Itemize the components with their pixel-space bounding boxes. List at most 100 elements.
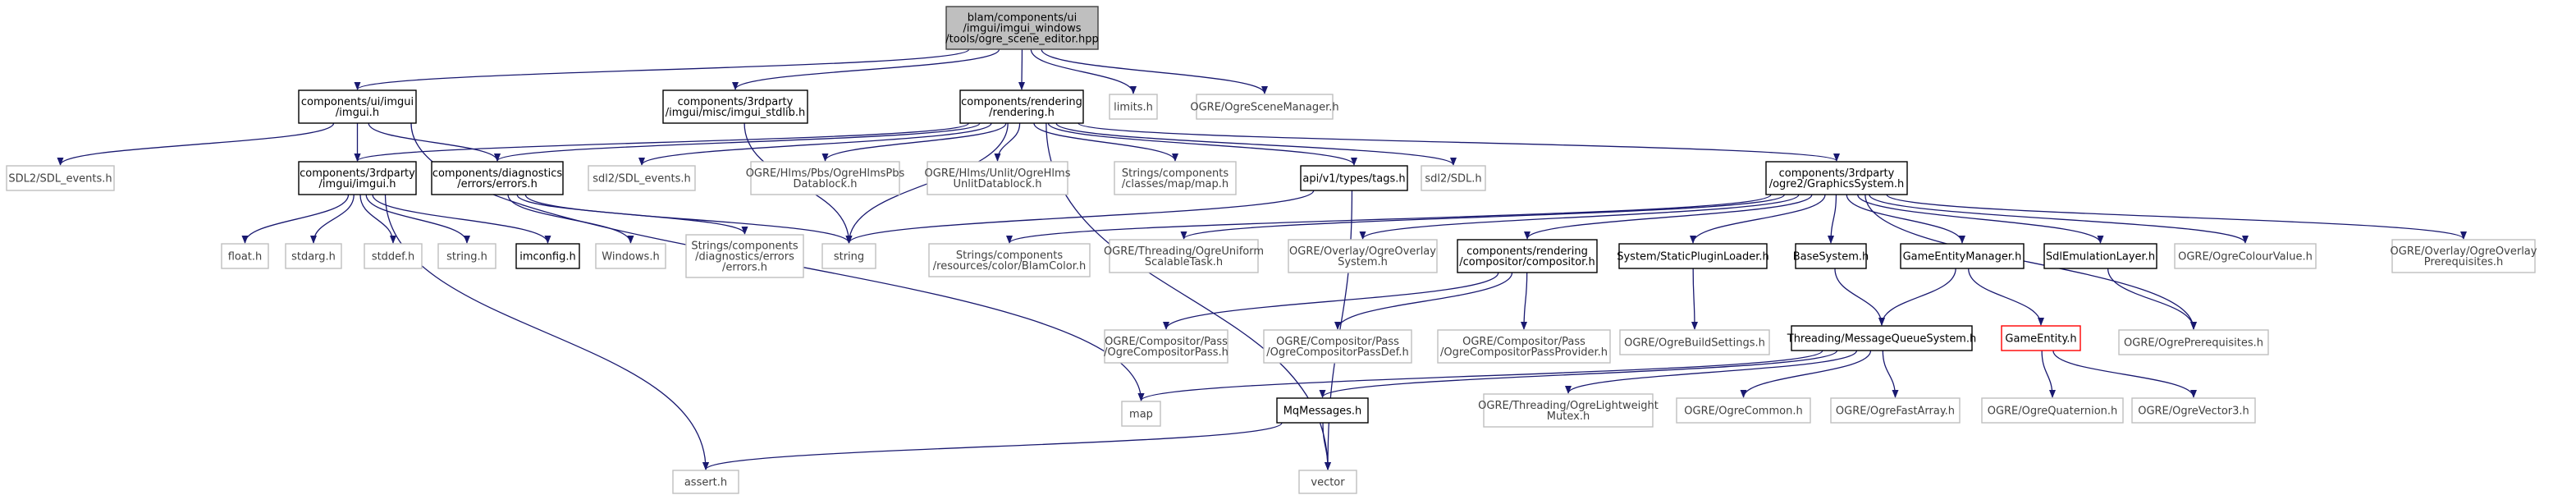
edge-line (1857, 194, 2104, 244)
edge-line (1691, 268, 1698, 330)
node-label-line: OGRE/Overlay/OgreOverlay (1289, 245, 1436, 258)
file-node-ui-imgui[interactable]: components/ui/imgui/imgui.h (298, 89, 417, 124)
edge-line (524, 194, 853, 244)
edge-mq-messages-to-assert-h (702, 422, 1283, 470)
node-label-line: stddef.h (372, 251, 414, 264)
node-box (1619, 329, 1770, 355)
node-box (2043, 243, 2157, 269)
node-label-line: map (1129, 409, 1153, 421)
node-label-line: SdlEmulationLayer.h (2046, 251, 2155, 264)
file-node-ogre-scene-manager: OGRE/OgreSceneManager.h (1190, 94, 1339, 120)
edge-rendering-to-map-strings (1033, 122, 1178, 162)
edge-sdl-emulation-to-ogre-prereq (2107, 268, 2197, 330)
file-node-game-entity[interactable]: GameEntity.h (2001, 325, 2081, 351)
edge-line (384, 194, 709, 470)
node-label-line: OGRE/OgreFastArray.h (1836, 406, 1955, 418)
edge-graphics-system-to-overlay-system (1359, 194, 1800, 240)
edge-graphics-system-to-overlay-prereq (1886, 194, 2467, 240)
node-box (2118, 329, 2269, 355)
edge-rendering-to-graphics-system (1078, 122, 1840, 162)
node-box (298, 161, 417, 195)
edge-mq-system-to-map (1137, 350, 1823, 401)
node-box (685, 234, 804, 278)
edge-rendering-to-sdl-h (1055, 122, 1457, 166)
file-node-fast-array: OGRE/OgreFastArray.h (1830, 397, 1961, 424)
file-node-comp-pass-def: OGRE/Compositor/Pass/OgreCompositorPassD… (1263, 329, 1412, 364)
edge-line (1846, 194, 1965, 244)
file-node-tags[interactable]: api/v1/types/tags.h (1300, 165, 1408, 191)
file-node-graphics-system[interactable]: components/3rdparty/ogre2/GraphicsSystem… (1765, 161, 1908, 195)
node-label-line: OGRE/Threading/OgreLightweight (1478, 400, 1659, 412)
file-node-mq-messages[interactable]: MqMessages.h (1276, 397, 1369, 424)
node-label-line: Threading/MessageQueueSystem.h (1787, 333, 1976, 346)
edge-line (1041, 48, 1268, 94)
file-node-rendering[interactable]: components/rendering/rendering.h (959, 89, 1084, 124)
file-node-sdl-emulation[interactable]: SdlEmulationLayer.h (2043, 243, 2157, 269)
node-label-line: /compositor/compositor.h (1459, 256, 1595, 268)
node-box (2001, 325, 2081, 351)
file-node-imconfig[interactable]: imconfig.h (515, 243, 580, 269)
node-box (1263, 329, 1412, 364)
file-node-errors-strings: Strings/components/diagnostics/errors/er… (685, 234, 804, 278)
edge-line (732, 48, 1000, 90)
file-node-game-entity-manager[interactable]: GameEntityManager.h (1900, 243, 2025, 269)
file-node-quaternion: OGRE/OgreQuaternion.h (1981, 397, 2124, 424)
file-node-imgui-3rd[interactable]: components/3rdparty/imgui/imgui.h (298, 161, 417, 195)
file-node-mq-system[interactable]: Threading/MessageQueueSystem.h (1787, 325, 1976, 351)
edge-line (845, 190, 1315, 244)
node-box (1830, 397, 1961, 424)
edge-imgui-3rd-to-assert-h (384, 194, 709, 470)
node-box (1791, 325, 1973, 351)
edge-line (702, 422, 1283, 470)
edge-root-to-ogre-scene-manager (1041, 48, 1268, 94)
node-label-line: GameEntity.h (2005, 333, 2076, 346)
dependency-edges (57, 48, 2467, 470)
file-node-imgui-stdlib[interactable]: components/3rdparty/imgui/misc/imgui_std… (662, 89, 808, 124)
file-node-static-plugin[interactable]: System/StaticPluginLoader.h (1617, 243, 1769, 269)
node-label-line: components/rendering (961, 96, 1082, 108)
edge-graphics-system-to-blam-color (1006, 194, 1772, 244)
node-label-line: components/3rdparty (678, 96, 794, 108)
file-node-ogre-prereq: OGRE/OgrePrerequisites.h (2118, 329, 2269, 355)
edge-game-entity-manager-to-game-entity (1968, 268, 2044, 326)
edge-line (1334, 272, 1513, 330)
node-label-line: OGRE/Compositor/Pass (1276, 336, 1399, 348)
edge-game-entity-to-quaternion (2041, 350, 2056, 398)
edge-line (821, 122, 1007, 162)
node-box (6, 165, 115, 191)
file-node-float-h: float.h (221, 243, 269, 269)
edge-line (354, 122, 969, 162)
file-node-sdl-h: sdl2/SDL.h (1421, 165, 1486, 191)
file-node-windows-h: Windows.h (595, 243, 666, 269)
file-node-base-system[interactable]: BaseSystem.h (1793, 243, 1869, 269)
node-label-line: /imgui/imgui_windows (963, 23, 1081, 35)
edge-mq-system-to-lightweight-mutex (1565, 350, 1858, 394)
node-box (515, 243, 580, 269)
edge-line (1180, 194, 1786, 240)
file-node-diag-errors[interactable]: components/diagnostics/errors/errors.h (431, 161, 564, 195)
edge-graphics-system-to-ogre-prereq (1865, 194, 2197, 330)
node-label-line: /resources/color/BlamColor.h (933, 260, 1086, 273)
file-node-blam-color: Strings/components/resources/color/BlamC… (928, 243, 1091, 277)
node-label-line: /tools/ogre_scene_editor.hpp (945, 34, 1099, 46)
node-box (1457, 239, 1598, 273)
node-label-line: Mutex.h (1547, 410, 1590, 423)
node-box (2131, 397, 2256, 424)
edge-line (1047, 122, 1357, 166)
node-label-line: OGRE/Threading/OgreUniform (1104, 245, 1264, 258)
node-box (1437, 329, 1611, 364)
file-node-compositor[interactable]: components/rendering/compositor/composit… (1457, 239, 1598, 273)
edge-line (1322, 422, 1331, 470)
node-label-line: ScalableTask.h (1145, 256, 1223, 268)
node-label-line: imconfig.h (519, 251, 575, 264)
edge-compositor-to-comp-pass-def (1334, 272, 1513, 330)
edge-line (1690, 194, 1826, 244)
edge-line (1163, 272, 1499, 330)
edge-imgui-3rd-to-stddef-h (359, 194, 396, 244)
node-label-line: assert.h (684, 477, 727, 489)
edge-line (310, 194, 355, 244)
file-node-root[interactable]: blam/components/ui/imgui/imgui_windows/t… (945, 6, 1099, 50)
edge-line (2052, 350, 2197, 398)
edge-base-system-to-mq-system (1834, 268, 1885, 326)
